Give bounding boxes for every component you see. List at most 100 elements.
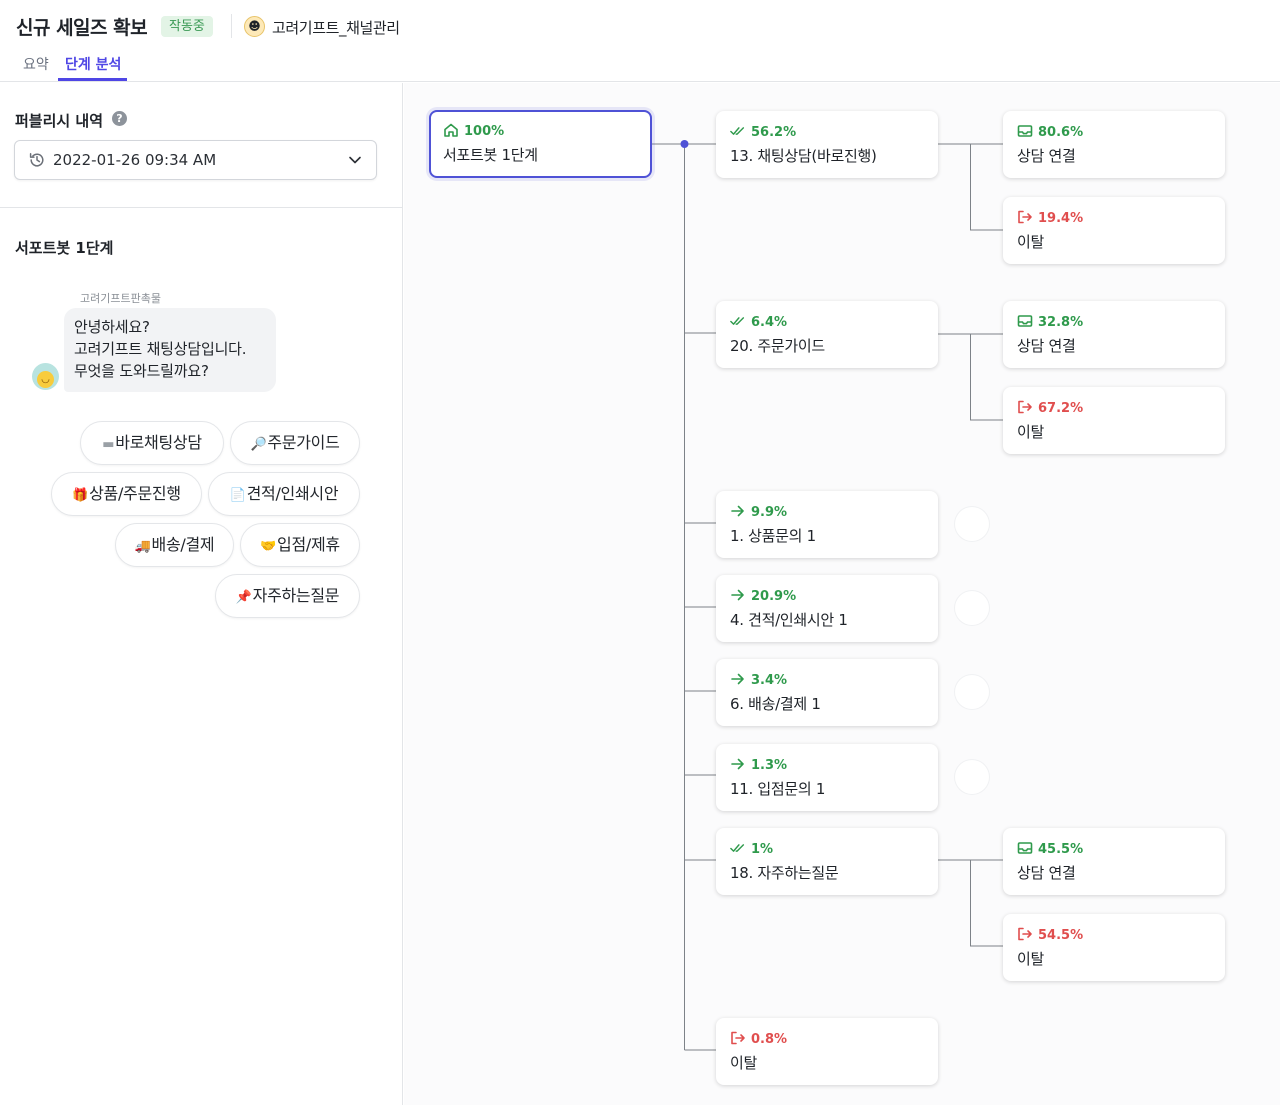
node-label: 1. 상품문의 1	[730, 527, 816, 545]
node-label: 상담 연결	[1017, 147, 1076, 165]
quick-reply-label: 바로채팅상담	[115, 433, 202, 452]
tab-summary[interactable]: 요약	[23, 57, 49, 73]
node-percent: 100%	[464, 124, 505, 139]
flow-node-outcome[interactable]: 45.5% 상담 연결	[1003, 828, 1225, 895]
pin-icon: 📌	[235, 590, 252, 605]
connector-line	[938, 143, 1003, 231]
node-percent: 1%	[751, 842, 774, 857]
node-label: 18. 자주하는질문	[730, 864, 839, 882]
node-percent: 19.4%	[1038, 211, 1084, 226]
node-percent: 1.3%	[751, 758, 788, 773]
connector-line	[938, 333, 1003, 421]
handshake-icon: 🤝	[260, 539, 277, 554]
node-label: 이탈	[1017, 950, 1045, 968]
flow-canvas[interactable]: 100% 서포트봇 1단계 56.2% 13. 채팅상담(바로진행) 6.4% …	[404, 83, 1280, 1105]
status-badge: 작동중	[161, 16, 213, 37]
quick-reply-label: 주문가이드	[267, 433, 340, 452]
node-stat: 9.9%	[730, 504, 787, 520]
node-label: 이탈	[1017, 233, 1045, 251]
flow-node-outcome[interactable]: 32.8% 상담 연결	[1003, 301, 1225, 368]
flow-node-step[interactable]: 56.2% 13. 채팅상담(바로진행)	[716, 111, 938, 178]
quick-reply-shipping-payment[interactable]: 🚚배송/결제	[115, 523, 234, 567]
gift-icon: 🎁	[72, 488, 89, 503]
active-tab-indicator	[58, 78, 127, 81]
flow-node-step[interactable]: 0.8% 이탈	[716, 1018, 938, 1085]
document-icon: 📄	[229, 488, 246, 503]
step-title: 서포트봇 1단계	[15, 239, 114, 257]
node-label: 상담 연결	[1017, 864, 1076, 882]
node-percent: 80.6%	[1038, 125, 1084, 140]
version-select[interactable]: 2022-01-26 09:34 AM	[14, 140, 377, 180]
top-header: 신규 세일즈 확보 작동중 ☻ 고려기프트_채널관리 요약 단계 분석	[0, 0, 1280, 82]
quick-reply-faq[interactable]: 📌자주하는질문	[215, 574, 360, 618]
flow-node-step[interactable]: 20.9% 4. 견적/인쇄시안 1	[716, 575, 938, 642]
chat-bubble: 안녕하세요? 고려기프트 채팅상담입니다. 무엇을 도와드릴까요?	[64, 308, 276, 392]
node-stat: 6.4%	[730, 314, 787, 330]
quick-reply-quote-print[interactable]: 📄견적/인쇄시안	[208, 472, 360, 516]
double-check-icon	[730, 317, 745, 325]
chevron-down-icon	[349, 156, 361, 164]
exit-icon	[1018, 400, 1032, 414]
quick-reply-label: 배송/결제	[151, 535, 215, 554]
connector-lines	[652, 143, 1003, 1051]
node-percent: 0.8%	[751, 1032, 788, 1047]
double-check-icon	[730, 127, 745, 135]
page-title: 신규 세일즈 확보	[16, 17, 148, 39]
flow-node-step[interactable]: 9.9% 1. 상품문의 1	[716, 491, 938, 558]
node-label: 11. 입점문의 1	[730, 780, 826, 798]
smile-icon: ◡	[37, 371, 54, 388]
node-stat: 56.2%	[730, 124, 796, 140]
selected-version: 2022-01-26 09:34 AM	[53, 151, 217, 169]
double-check-icon	[730, 844, 745, 852]
quick-reply-label: 견적/인쇄시안	[246, 484, 339, 503]
node-stat: 54.5%	[1017, 927, 1083, 943]
quick-reply-label: 입점/제휴	[277, 535, 340, 554]
flow-node-outcome[interactable]: 54.5% 이탈	[1003, 914, 1225, 981]
flow-node-step[interactable]: 1% 18. 자주하는질문	[716, 828, 938, 895]
node-label: 이탈	[1017, 423, 1045, 441]
node-stat: 80.6%	[1017, 124, 1083, 140]
quick-reply-live-chat[interactable]: ▬바로채팅상담	[80, 421, 224, 465]
inbox-icon	[1017, 842, 1033, 854]
bot-name: 고려기프트판촉물	[80, 292, 161, 305]
flow-node-step[interactable]: 1.3% 11. 입점문의 1	[716, 744, 938, 811]
node-percent: 9.9%	[751, 505, 788, 520]
arrow-right-icon	[731, 758, 744, 770]
node-stat: 19.4%	[1017, 210, 1083, 226]
truck-icon: 🚚	[134, 539, 151, 554]
quick-reply-order-guide[interactable]: 🔎주문가이드	[230, 421, 360, 465]
arrow-right-icon	[731, 673, 744, 685]
empty-branch-placeholder	[955, 591, 989, 625]
node-label: 13. 채팅상담(바로진행)	[730, 147, 877, 165]
flow-node-outcome[interactable]: 80.6% 상담 연결	[1003, 111, 1225, 178]
flow-node-outcome[interactable]: 19.4% 이탈	[1003, 197, 1225, 264]
magnifier-icon: 🔎	[250, 437, 267, 452]
quick-reply-partnership[interactable]: 🤝입점/제휴	[240, 523, 360, 567]
node-percent: 54.5%	[1038, 928, 1084, 943]
publish-history-label: 퍼블리시 내역	[15, 112, 104, 130]
flow-connectors	[652, 140, 1003, 1051]
quick-reply-product-order[interactable]: 🎁상품/주문진행	[51, 472, 202, 516]
empty-branch-placeholder	[955, 760, 989, 794]
message-line: 고려기프트 채팅상담입니다.	[74, 340, 247, 358]
flow-node-start[interactable]: 100% 서포트봇 1단계	[429, 110, 652, 178]
keyboard-icon: ▬	[102, 437, 115, 452]
exit-icon	[731, 1031, 745, 1045]
node-stat: 1.3%	[730, 757, 787, 773]
arrow-right-icon	[731, 589, 744, 601]
tab-step-analysis[interactable]: 단계 분석	[65, 57, 122, 73]
channel-avatar: ☻	[244, 16, 265, 37]
node-stat: 67.2%	[1017, 400, 1083, 416]
help-icon[interactable]: ?	[112, 111, 127, 126]
flow-node-step[interactable]: 6.4% 20. 주문가이드	[716, 301, 938, 368]
flow-node-step[interactable]: 3.4% 6. 배송/결제 1	[716, 659, 938, 726]
channel-name: 고려기프트_채널관리	[272, 19, 400, 37]
trunk-dot	[680, 140, 689, 148]
inbox-icon	[1017, 125, 1033, 137]
node-stat: 3.4%	[730, 672, 787, 688]
quick-reply-label: 상품/주문진행	[89, 484, 181, 503]
node-percent: 56.2%	[751, 125, 797, 140]
flow-node-outcome[interactable]: 67.2% 이탈	[1003, 387, 1225, 454]
history-icon	[29, 153, 44, 167]
header-divider	[231, 14, 232, 38]
